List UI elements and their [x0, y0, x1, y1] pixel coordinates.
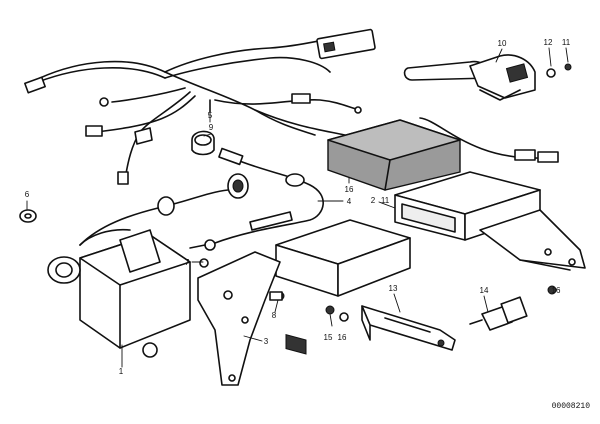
actuator-housing	[47, 228, 191, 358]
connector-plug	[537, 151, 559, 163]
relay-box-with-bracket	[394, 171, 586, 271]
harness-plug	[291, 93, 311, 104]
callout-7: 7	[185, 258, 190, 267]
callout-4: 4	[347, 197, 352, 206]
callout-2: 2	[371, 196, 376, 205]
wiring-harness	[24, 28, 376, 185]
turn-signal-switch	[403, 54, 572, 101]
round-connector	[79, 173, 249, 246]
callout-3: 3	[264, 337, 269, 346]
washer	[19, 209, 37, 223]
harness-plug	[85, 125, 103, 137]
control-unit-with-pad	[327, 117, 559, 191]
callout-5: 5	[208, 111, 213, 120]
callout-9: 9	[209, 123, 214, 132]
sensor-cable	[189, 147, 324, 251]
screw	[325, 305, 335, 327]
callout-13: 13	[389, 284, 398, 293]
callout-11: 11	[381, 196, 390, 205]
leader-lines	[26, 47, 569, 368]
callout-16: 16	[338, 333, 347, 342]
callout-1: 1	[119, 367, 124, 376]
harness-connector-block	[316, 28, 376, 60]
grommet	[191, 130, 215, 156]
brake-light-switch	[469, 296, 528, 331]
catalog-code: 00008210	[552, 402, 591, 411]
callout-16: 16	[552, 286, 561, 295]
callout-14: 14	[480, 286, 489, 295]
callout-12: 12	[544, 38, 553, 47]
mounting-bracket	[197, 251, 285, 386]
callout-labels: 1 2 3 4 5 6 7 8 9 10 11 12 13 14 15 16 1…	[25, 38, 571, 376]
callout-6: 6	[25, 190, 30, 199]
electronic-control-unit	[275, 219, 411, 355]
callout-15: 15	[324, 333, 333, 342]
callout-16: 16	[345, 185, 354, 194]
callout-10: 10	[498, 39, 507, 48]
connector-plug	[24, 76, 46, 94]
screw	[547, 285, 557, 295]
harness-plug	[117, 171, 129, 185]
callout-11: 11	[562, 38, 571, 47]
small-bracket	[361, 305, 456, 351]
nut	[339, 312, 349, 322]
callout-8: 8	[272, 311, 277, 320]
